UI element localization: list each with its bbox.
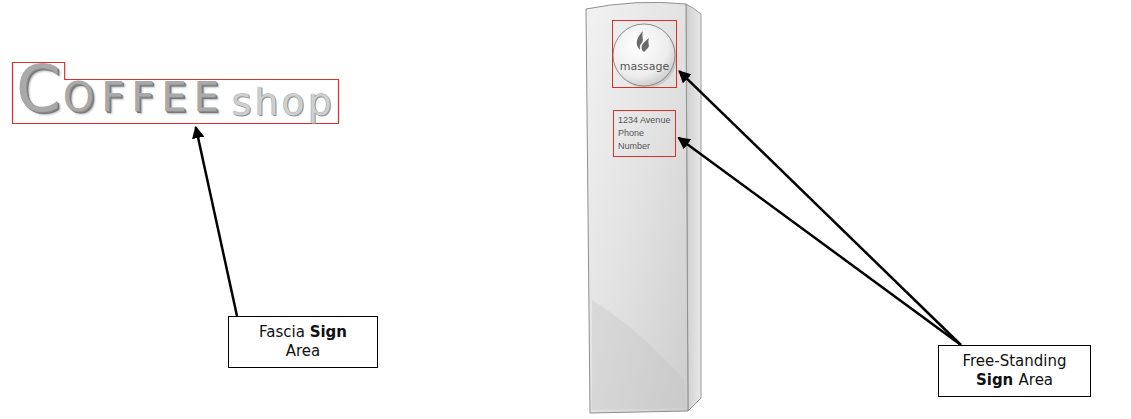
callout-word: Area <box>286 342 321 360</box>
leader-arrow <box>679 71 961 345</box>
flame-logo <box>637 31 649 52</box>
sign-text: 1234 Avenue Phone Number <box>618 114 671 153</box>
callout-text: Fascia Sign Area <box>246 323 360 361</box>
logo-disc <box>613 24 675 86</box>
leader-arrow <box>196 127 237 316</box>
sign-text: massage <box>620 60 669 73</box>
callout-box: Free-Standing Sign Area <box>938 345 1091 397</box>
sign-lettering: COFFEE <box>16 57 226 121</box>
slab-shading <box>592 300 686 410</box>
fascia-sign-area: COFFEEshop <box>12 62 339 124</box>
free-standing-sign-area: massage <box>612 20 677 88</box>
sign-lettering: shop <box>232 83 335 121</box>
callout-box: Fascia Sign Area <box>228 316 378 368</box>
callout-word: Free-Standing <box>962 352 1066 370</box>
callout-text: Free-Standing Sign Area <box>956 352 1073 390</box>
callout-word: Sign <box>976 371 1019 389</box>
slab-side <box>686 4 701 411</box>
callout-word: Fascia <box>259 323 310 341</box>
callout-word: Area <box>1019 371 1054 389</box>
leader-arrow <box>678 138 961 345</box>
free-standing-sign-area: 1234 Avenue Phone Number <box>613 110 676 157</box>
slab-front <box>586 2 688 413</box>
callout-word: Sign <box>310 323 347 341</box>
